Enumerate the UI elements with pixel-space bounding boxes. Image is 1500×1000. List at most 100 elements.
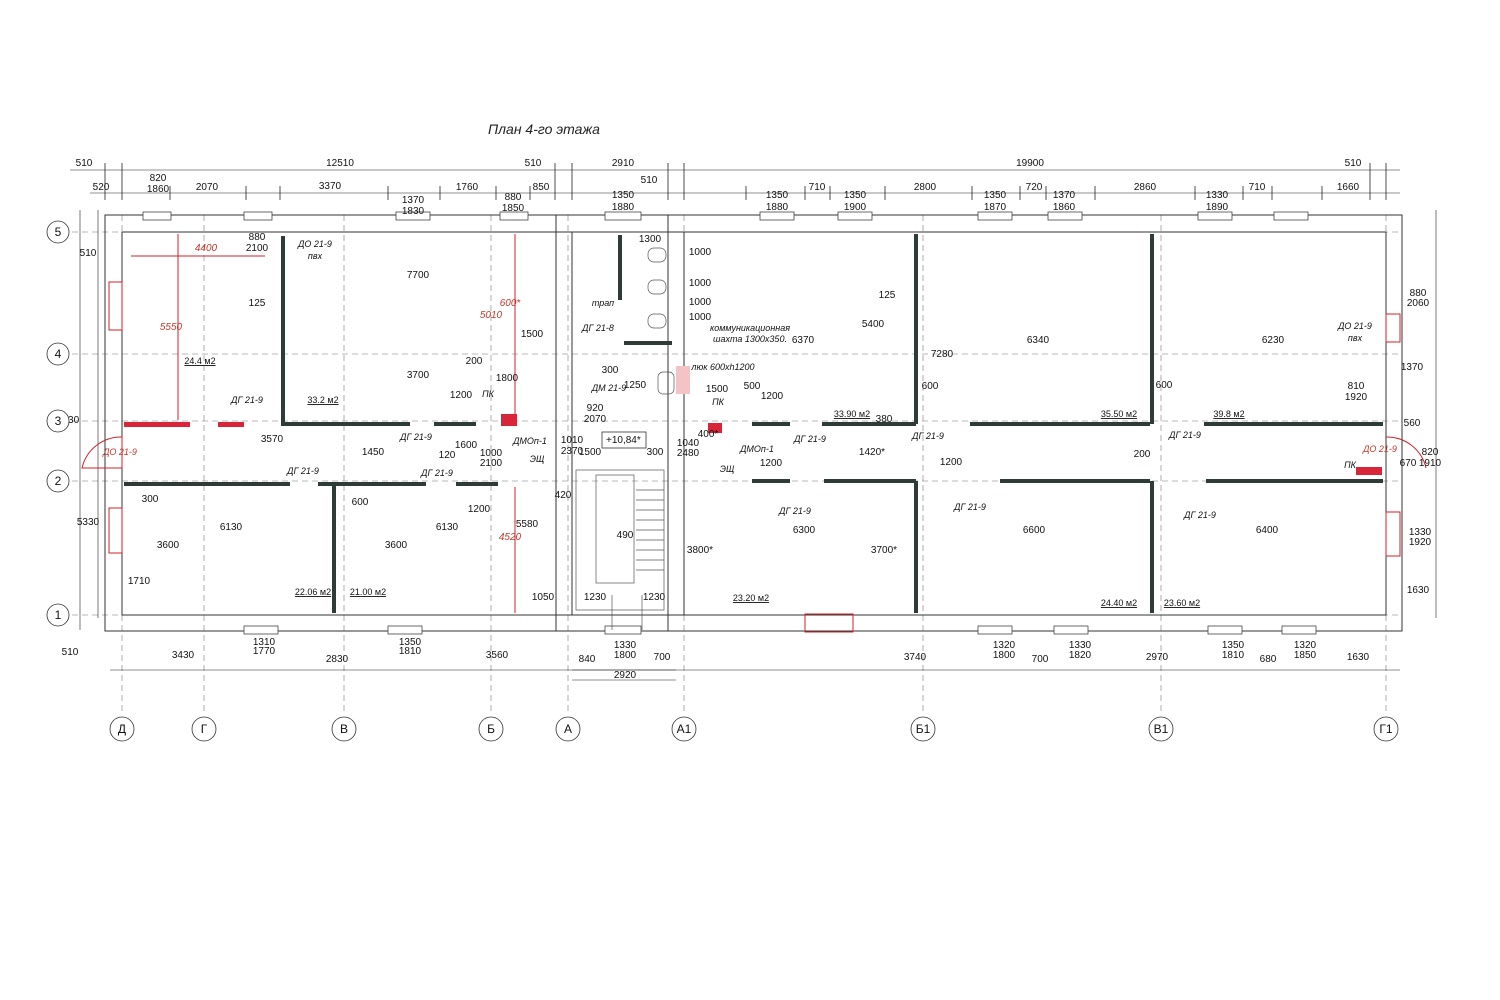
dimension-label: 1810 [1222, 650, 1245, 661]
dimension-label: 1200 [940, 457, 963, 468]
dimension-label: 600 [922, 381, 939, 392]
axis-marker-circle [1148, 716, 1174, 742]
red-dimension-label: 4520 [499, 532, 522, 543]
room-area-label: 35.50 м2 [1101, 409, 1137, 419]
door-label: ДГ 21-8 [581, 323, 614, 333]
room-area-label: 33.90 м2 [834, 409, 870, 419]
dimension-label: 1880 [766, 202, 789, 213]
dimension-label: 1350 [766, 190, 789, 201]
dimension-label: 1050 [532, 592, 555, 603]
axis-marker-label: В1 [1154, 722, 1169, 736]
axis-marker-circle [910, 716, 936, 742]
dimension-label: 3560 [486, 650, 509, 661]
axis-marker-label: 4 [55, 347, 62, 361]
red-dimension-label: 4400 [195, 243, 218, 254]
red-dimension-label: 5010 [480, 310, 503, 321]
door-label: пвх [1348, 333, 1363, 343]
dimension-label: 12510 [326, 158, 354, 169]
dimension-label: 2100 [480, 458, 503, 469]
dimension-label: 1310 [253, 637, 276, 648]
door-label: ДГ 21-9 [778, 506, 811, 516]
door-label: люк 600xh1200 [690, 362, 754, 372]
door-label: пвх [308, 251, 323, 261]
dimension-label: 1370 [402, 195, 425, 206]
door-label: ДГ 21-9 [420, 468, 453, 478]
dimension-label: 420 [555, 490, 572, 501]
dimension-label: 6230 [1262, 335, 1285, 346]
dimension-label: 2060 [1407, 298, 1430, 309]
staircase [575, 469, 665, 630]
dimension-label: 1350 [984, 190, 1007, 201]
dimension-label: 1800 [614, 650, 637, 661]
axis-marker-circle [109, 716, 135, 742]
dimension-label: 850 [533, 182, 550, 193]
dimension-label: 1850 [1294, 650, 1317, 661]
dimension-label: 1320 [1294, 640, 1317, 651]
dimension-label: 1200 [468, 504, 491, 515]
axis-marker-circle [671, 716, 697, 742]
dimension-label: 2920 [614, 670, 637, 681]
room-area-label: 33.2 м2 [307, 395, 338, 405]
dimension-label: 670 [1400, 458, 1417, 469]
dimension-label: 1350 [612, 190, 635, 201]
axis-marker-circle [46, 342, 70, 366]
door-label: трап [592, 298, 614, 308]
axis-marker-circle [555, 716, 581, 742]
dimension-label: 3800* [687, 545, 713, 556]
dimension-label: 510 [525, 158, 542, 169]
dimension-label: 6600 [1023, 525, 1046, 536]
dimension-label: 120 [439, 450, 456, 461]
door-label: ДО 21-9 [1337, 321, 1372, 331]
door-label: ДО 21-9 [297, 239, 332, 249]
dimension-label: 500 [744, 381, 761, 392]
axis-marker-label: Д [118, 722, 126, 736]
axis-marker-circle [331, 716, 357, 742]
dimension-label: 1860 [147, 184, 170, 195]
dimension-label: 810 [1348, 381, 1365, 392]
axis-marker-circle [46, 409, 70, 433]
dimension-label: 6130 [220, 522, 243, 533]
dimension-label: 1890 [1206, 202, 1229, 213]
dimension-label: 560 [1404, 418, 1421, 429]
dimension-label: 1800 [496, 373, 519, 384]
room-area-label: 22.06 м2 [295, 587, 331, 597]
dimension-label: 300 [647, 447, 664, 458]
dimension-label: 1500 [579, 447, 602, 458]
dimension-label: 3370 [319, 181, 342, 192]
door-label: коммуникационная [710, 323, 790, 333]
dimension-label: 1200 [450, 390, 473, 401]
dimension-label: 1350 [844, 190, 867, 201]
dimension-label: 200 [1134, 449, 1151, 460]
dimension-label: 1860 [1053, 202, 1076, 213]
dimension-label: 2910 [612, 158, 635, 169]
dimension-label: 3740 [904, 652, 927, 663]
dimension-label: 1600 [455, 440, 478, 451]
dimension-label: 1000 [480, 448, 503, 459]
dimension-label: 1230 [643, 592, 666, 603]
dimension-label: 710 [809, 182, 826, 193]
dimension-label: 1810 [399, 646, 422, 657]
door-label-red: ДО 21-9 [102, 447, 137, 457]
room-area-label: 23.60 м2 [1164, 598, 1200, 608]
dimension-label: 2070 [584, 414, 607, 425]
dimension-label: 3600 [385, 540, 408, 551]
axis-marker-label: 1 [55, 608, 62, 622]
dimension-label: 5330 [77, 517, 100, 528]
dimension-label: 700 [1032, 654, 1049, 665]
dimension-label: 6300 [793, 525, 816, 536]
right-dimensions: 8802060137081019205606708201910133019201… [1345, 288, 1442, 596]
dimension-label: 2860 [1134, 182, 1157, 193]
interior-dimensions: 8802100125770015002003700120018003570145… [220, 232, 1285, 603]
dimension-label: 1500 [706, 384, 729, 395]
dimension-label: 1200 [761, 391, 784, 402]
dimension-label: 720 [1026, 182, 1043, 193]
plan-title: План 4-го этажа [488, 121, 600, 137]
dimension-label: 1010 [561, 435, 584, 446]
door-label: ПК [1344, 460, 1357, 470]
dimension-label: 820 [1422, 447, 1439, 458]
dimension-label: 600 [352, 497, 369, 508]
room-area-label: 24.40 м2 [1101, 598, 1137, 608]
door-label: ДГ 21-9 [953, 502, 986, 512]
